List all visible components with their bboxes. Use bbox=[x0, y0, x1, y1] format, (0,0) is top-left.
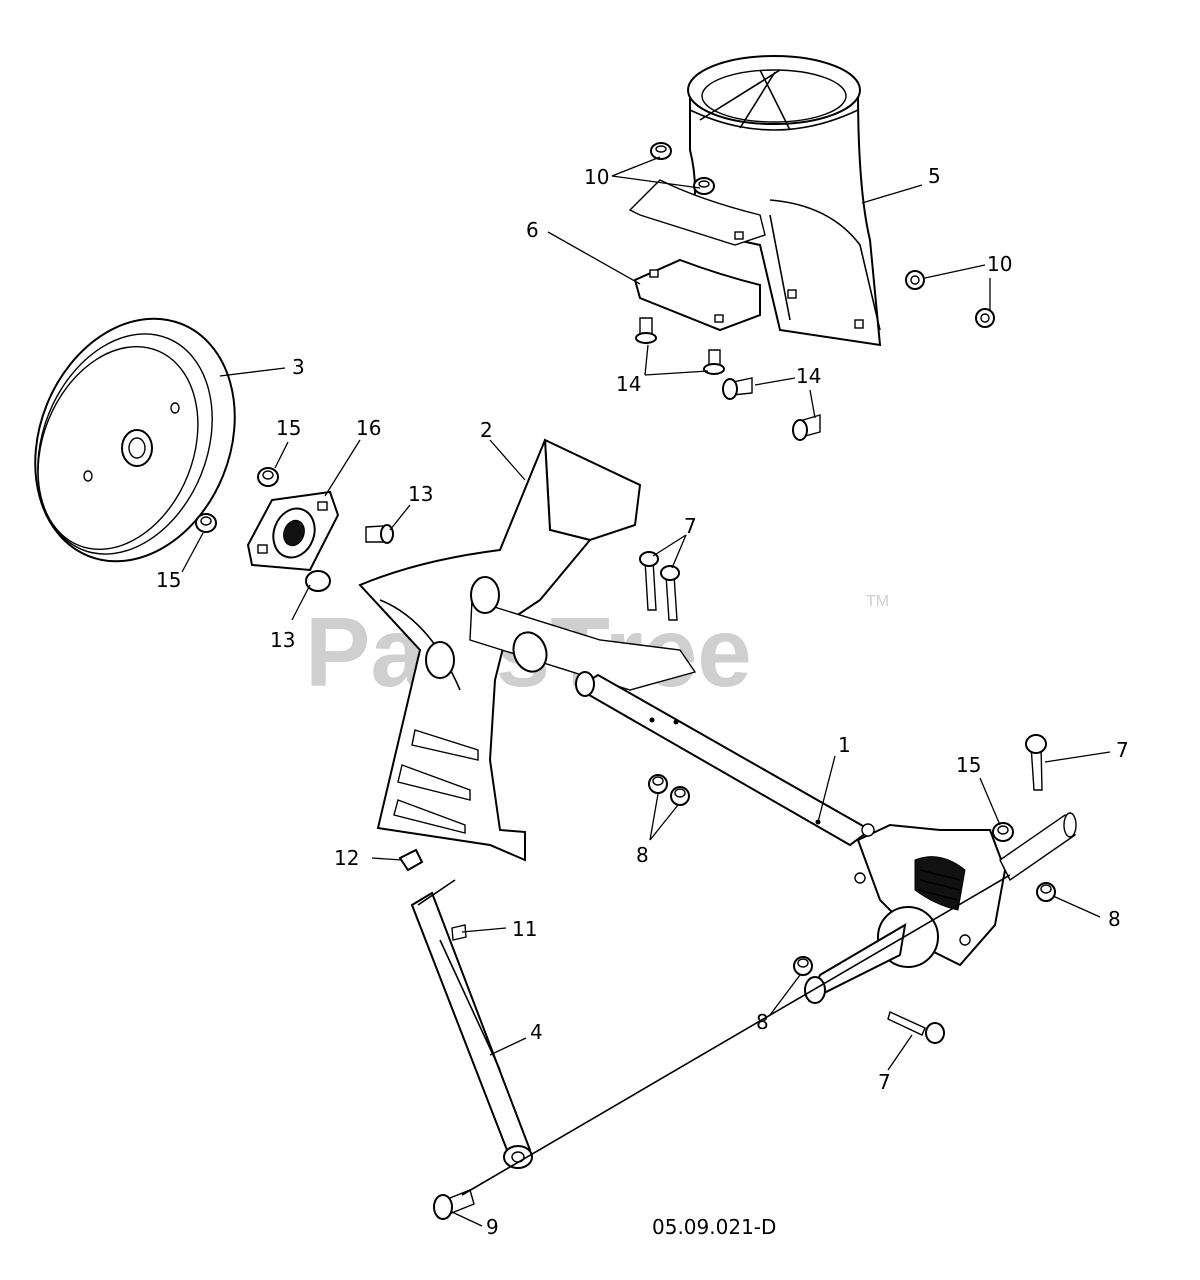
callout-10: 10 bbox=[584, 165, 609, 189]
part-gearbox bbox=[804, 812, 1077, 1004]
part-bolt-13 bbox=[305, 524, 394, 592]
callout-12: 12 bbox=[334, 846, 359, 870]
callout-8: 8 bbox=[756, 1010, 769, 1034]
part-auger-housing bbox=[358, 438, 697, 862]
part-rod-and-pin bbox=[398, 848, 1011, 1220]
callout-6: 6 bbox=[526, 218, 539, 242]
callout-4: 4 bbox=[530, 1020, 543, 1044]
callout-10: 10 bbox=[987, 252, 1012, 276]
callout-3: 3 bbox=[292, 355, 305, 379]
part-pulley bbox=[34, 317, 236, 563]
callout-15: 15 bbox=[156, 568, 181, 592]
part-bolt-7 bbox=[639, 551, 1047, 1044]
part-nut-15 bbox=[195, 467, 1014, 842]
callout-16: 16 bbox=[356, 416, 381, 440]
callout-8: 8 bbox=[636, 843, 649, 867]
callout-15: 15 bbox=[956, 753, 981, 777]
part-bracket bbox=[628, 179, 766, 332]
callout-14: 14 bbox=[616, 372, 641, 396]
callout-7: 7 bbox=[684, 514, 697, 538]
part-nut-8 bbox=[648, 774, 1056, 976]
callout-labels: 10 5 6 10 14 14 3 15 16 2 13 15 7 13 1 7… bbox=[156, 164, 1129, 1239]
callout-5: 5 bbox=[928, 164, 941, 188]
callout-14: 14 bbox=[796, 364, 821, 388]
callout-7: 7 bbox=[1116, 738, 1129, 762]
callout-15: 15 bbox=[276, 416, 301, 440]
callout-2: 2 bbox=[480, 418, 493, 442]
callout-7: 7 bbox=[878, 1070, 891, 1094]
callout-8: 8 bbox=[1108, 907, 1121, 931]
part-chute bbox=[687, 55, 882, 347]
part-nut-10 bbox=[650, 142, 995, 328]
watermark-trademark: TM bbox=[866, 593, 889, 610]
callout-13: 13 bbox=[270, 628, 295, 652]
callout-9: 9 bbox=[486, 1215, 499, 1239]
diagram-code: 05.09.021-D bbox=[652, 1215, 776, 1239]
part-carriage-bolt-14 bbox=[635, 317, 821, 441]
callout-1: 1 bbox=[838, 733, 851, 757]
callout-leaders bbox=[181, 156, 1111, 1227]
callout-13: 13 bbox=[408, 482, 433, 506]
part-flange-bearing bbox=[246, 490, 340, 572]
callout-11: 11 bbox=[512, 917, 537, 941]
